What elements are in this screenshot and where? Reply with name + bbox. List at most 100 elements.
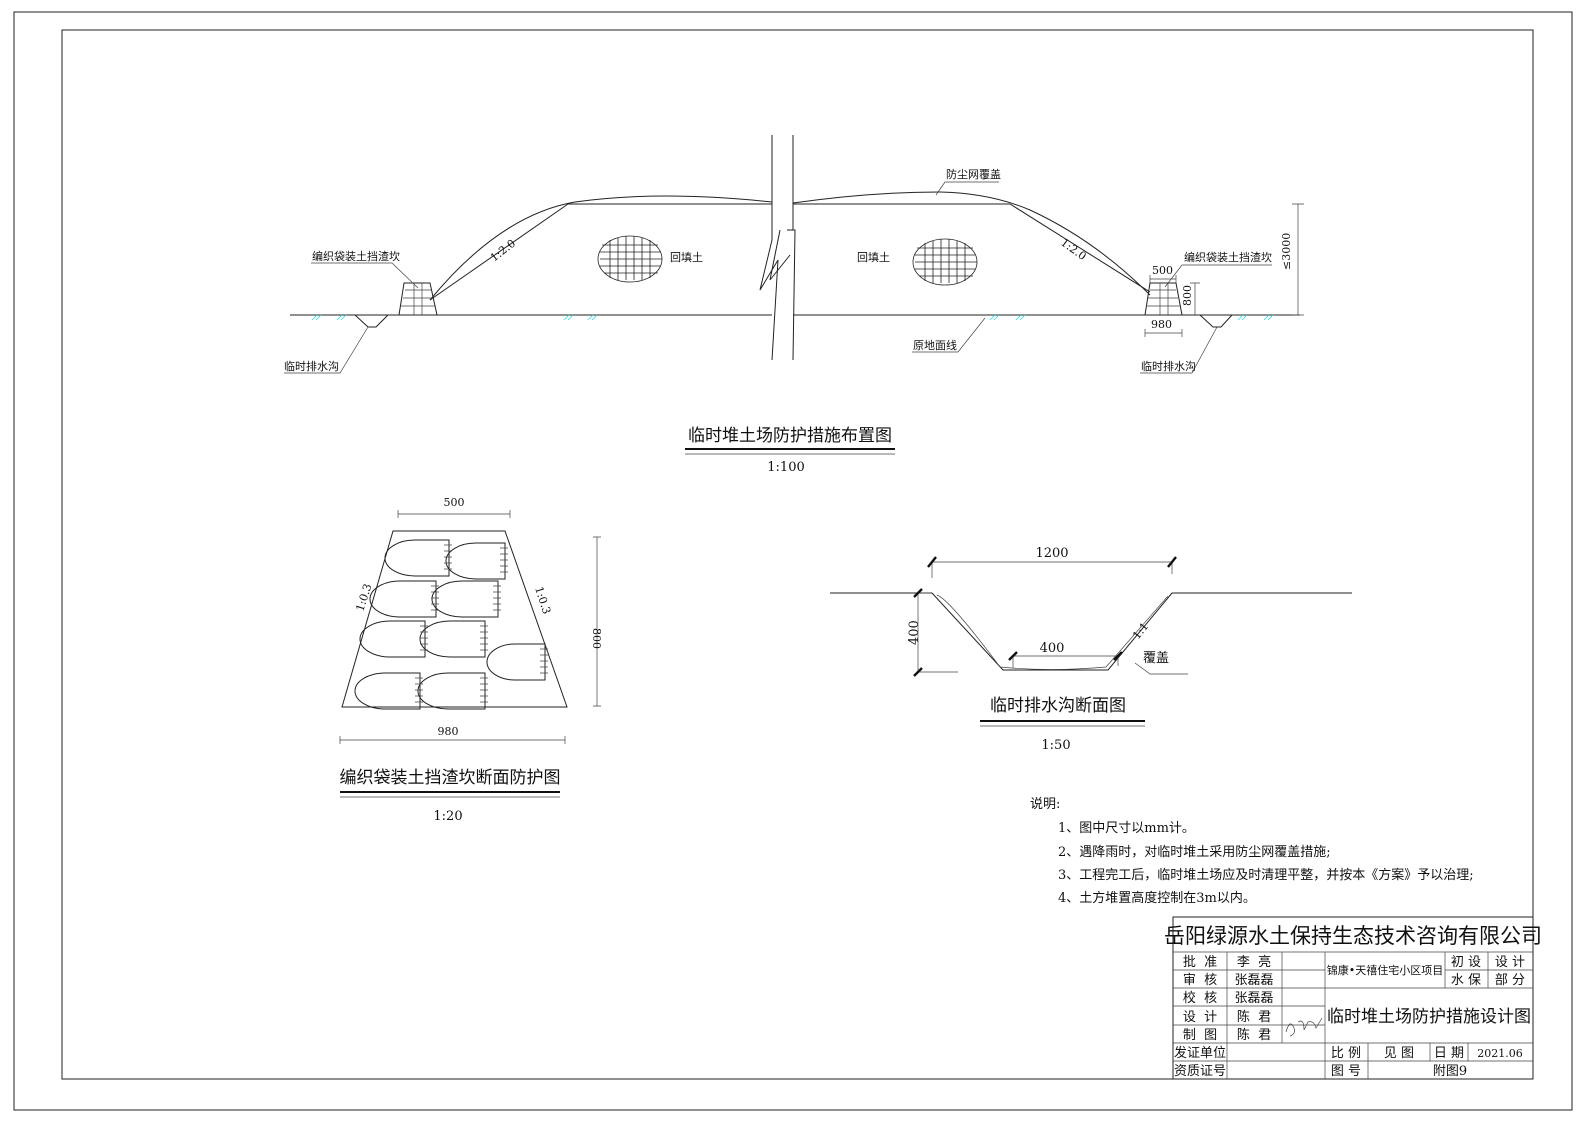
- role-label: 制 图: [1183, 1028, 1217, 1043]
- note-item: 4、土方堆置高度控制在3m以内。: [1058, 890, 1256, 906]
- scale-value: 见 图: [1384, 1046, 1414, 1061]
- number-label: 图 号: [1331, 1064, 1361, 1079]
- sandbag-block-right: [1144, 282, 1183, 316]
- ditch-cover-label: 覆盖: [1143, 651, 1169, 666]
- dim-height: [1292, 203, 1304, 316]
- date-label: 日 期: [1434, 1046, 1464, 1061]
- leader-dust-net: [935, 181, 999, 196]
- role-label: 校 核: [1183, 990, 1217, 1006]
- number-value: 附图9: [1433, 1064, 1467, 1079]
- note-item: 1、图中尺寸以mm计。: [1058, 821, 1195, 836]
- signature: [1285, 1017, 1323, 1037]
- layout-title: 临时堆土场防护措施布置图: [688, 426, 892, 446]
- label-sandbag-right: 编织袋装土挡渣坎: [1184, 250, 1272, 264]
- role-name: 张磊磊: [1234, 973, 1273, 988]
- cert-label: 资质证号: [1174, 1064, 1226, 1079]
- dim-sandbag-bottom-text: 980: [438, 725, 459, 738]
- layout-scale: 1:100: [767, 460, 804, 475]
- dept-2: 部 分: [1495, 973, 1525, 988]
- label-fill-left: 回填土: [670, 250, 703, 264]
- sandbag-section: 500 800 980 1:0.3 1:0.3 编织袋装土挡渣坎断面防护图 1:…: [340, 496, 604, 824]
- label-ditch-right: 临时排水沟: [1141, 359, 1196, 373]
- notes-heading: 说明:: [1030, 797, 1060, 812]
- label-ditch-left: 临时排水沟: [284, 359, 339, 373]
- drawing-title: 临时堆土场防护措施设计图: [1327, 1007, 1531, 1027]
- sandbag-trapezoid: [341, 530, 568, 708]
- ditch-section: 1200 400 400 1:1 覆盖 临时排水沟断面图 1:50: [830, 546, 1352, 753]
- label-slope-left: 1:2.0: [488, 237, 518, 265]
- leader-cover: [1134, 662, 1188, 675]
- label-ground-line: 原地面线: [913, 338, 957, 352]
- sandbag-ticks: [415, 544, 548, 703]
- dim-block-height: [1190, 282, 1200, 315]
- role-name: 李 亮: [1237, 954, 1271, 970]
- dim-ditch-bottom: [1012, 655, 1119, 668]
- stage-2: 设 计: [1495, 955, 1525, 970]
- date-value: 2021.06: [1477, 1047, 1523, 1060]
- dim-sandbag-top: [397, 510, 511, 518]
- slope-left: [429, 203, 569, 301]
- break-line-left: [759, 135, 779, 361]
- dim-block-bottom: [1144, 329, 1183, 337]
- ditch-scale: 1:50: [1041, 738, 1070, 753]
- dim-ditch-depth-text: 400: [907, 620, 922, 645]
- ditch-left: [354, 314, 389, 328]
- leader-ditch-left: [284, 326, 369, 374]
- dim-sandbag-top-text: 500: [444, 496, 465, 509]
- leader-sandbag-left: [311, 262, 419, 289]
- ditch-title: 临时排水沟断面图: [990, 696, 1126, 716]
- dim-height-text: ≤3000: [1280, 233, 1293, 270]
- sandbag-bags: [354, 539, 546, 710]
- company-name: 岳阳绿源水土保持生态技术咨询有限公司: [1164, 924, 1542, 948]
- dim-ticks-bottom: [1008, 651, 1123, 661]
- role-label: 设 计: [1183, 1010, 1217, 1025]
- dim-sandbag-height-text: 800: [590, 628, 603, 649]
- ditch-profile: [830, 592, 1352, 671]
- dim-ticks-top: [927, 556, 1177, 568]
- dim-ditch-bottom-text: 400: [1040, 641, 1065, 656]
- outer-frame: [13, 11, 1573, 1111]
- dim-ditch-top: [931, 561, 1173, 578]
- issuer-label: 发证单位: [1174, 1045, 1226, 1061]
- slope-right: [1009, 203, 1151, 293]
- break-zigzag: [769, 229, 791, 281]
- dim-sandbag-height: [593, 536, 601, 707]
- label-sandbag-left: 编织袋装土挡渣坎: [312, 249, 400, 263]
- ditch-slope: 1:1: [1130, 620, 1151, 642]
- title-block-grid: [1173, 951, 1533, 1079]
- dim-ditch-top-text: 1200: [1035, 546, 1068, 561]
- stage-1: 初 设: [1451, 955, 1481, 970]
- fill-hatch-right: [912, 238, 978, 286]
- leader-ditch-right: [1140, 326, 1218, 374]
- ditch-cover-line: [936, 594, 1169, 670]
- sandbag-scale: 1:20: [433, 809, 462, 824]
- dim-block-height-text: 800: [1181, 285, 1194, 306]
- dim-block-top-text: 500: [1152, 264, 1173, 277]
- role-label: 审 核: [1183, 973, 1217, 988]
- label-dust-net: 防尘网覆盖: [946, 167, 1001, 181]
- note-item: 3、工程完工后，临时堆土场应及时清理平整，并按本《方案》予以治理;: [1058, 867, 1474, 883]
- dim-block-bottom-text: 980: [1151, 318, 1172, 331]
- title-block-frame: [1172, 916, 1534, 1080]
- sandbag-slope-left: 1:0.3: [353, 582, 374, 613]
- title-block: 岳阳绿源水土保持生态技术咨询有限公司 批 准 李 亮 审 核 张磊磊 校 核 张…: [1164, 916, 1542, 1080]
- note-item: 2、遇降雨时，对临时堆土采用防尘网覆盖措施;: [1058, 844, 1331, 860]
- project-name: 锦康•天禧住宅小区项目: [1327, 963, 1444, 977]
- sandbag-block-left: [398, 282, 438, 316]
- layout-drawing: 编织袋装土挡渣坎 临时排水沟 回填土 回填土 1:2.0 1:2.0 防尘网覆盖…: [284, 135, 1304, 475]
- notes: 说明: 1、图中尺寸以mm计。 2、遇降雨时，对临时堆土采用防尘网覆盖措施; 3…: [1030, 797, 1474, 906]
- role-label: 批 准: [1183, 955, 1217, 970]
- leader-sandbag-right: [1164, 264, 1272, 288]
- label-fill-right: 回填土: [857, 250, 890, 264]
- dim-block-top: [1149, 275, 1177, 283]
- leader-ground: [912, 317, 986, 353]
- role-name: 张磊磊: [1234, 991, 1273, 1006]
- role-name: 陈 君: [1237, 1027, 1271, 1043]
- dim-ticks-depth: [913, 588, 923, 677]
- break-line-right: [787, 135, 796, 361]
- sandbag-slope-right: 1:0.3: [532, 585, 553, 616]
- ground-symbols: [311, 314, 1274, 321]
- dim-sandbag-bottom: [339, 736, 566, 744]
- inner-frame: [61, 29, 1534, 1080]
